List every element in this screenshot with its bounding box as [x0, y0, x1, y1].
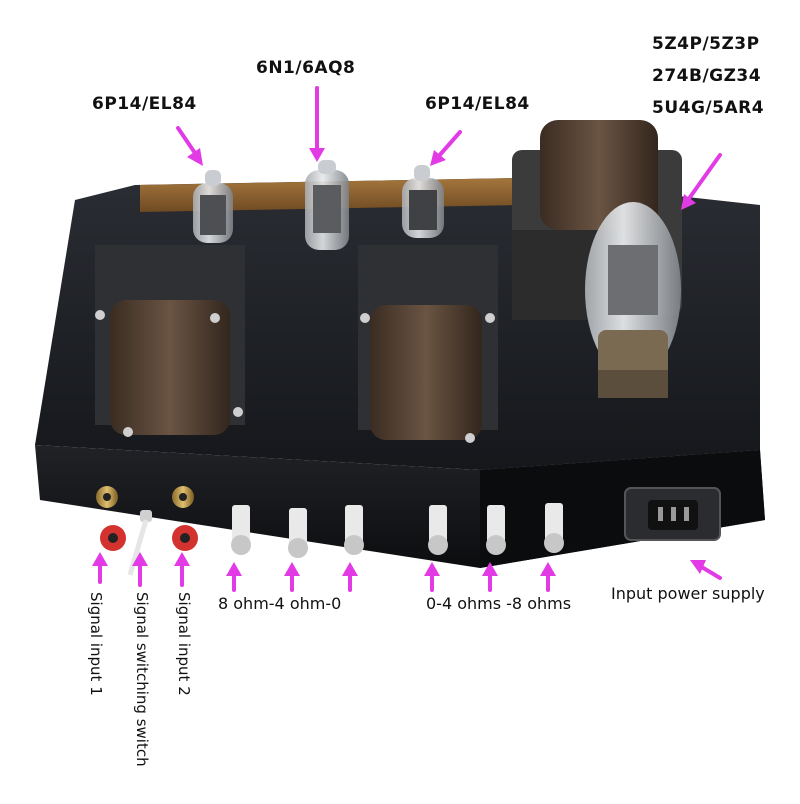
- output-transformer-left: [95, 245, 245, 437]
- speaker-terminal: [344, 505, 364, 555]
- tube-label-center: 6N1/6AQ8: [256, 58, 356, 78]
- tube-6p14-right: [402, 165, 444, 238]
- rca-input-1: [96, 486, 126, 551]
- speaker-terminal: [231, 505, 251, 555]
- tube-label-left: 6P14/EL84: [92, 94, 197, 114]
- power-label: Input power supply: [611, 584, 765, 603]
- rectifier-option: 5U4G/5AR4: [652, 98, 765, 118]
- chassis-right-side: [480, 450, 765, 568]
- rectifier-label: 5Z4P/5Z3P 274B/GZ34 5U4G/5AR4: [652, 28, 764, 124]
- output-transformer-right: [358, 245, 498, 443]
- speaker-label-right: 0-4 ohms -8 ohms: [426, 594, 572, 613]
- signal-input-2-label: Signal input 2: [175, 592, 193, 696]
- rca-input-2: [172, 486, 198, 551]
- rectifier-tube: [585, 202, 681, 398]
- tube-label-right: 6P14/EL84: [425, 94, 530, 114]
- tube-6n1-center: [305, 160, 349, 250]
- speaker-terminal: [428, 505, 448, 555]
- tube-6p14-left: [193, 170, 233, 243]
- rectifier-option: 5Z4P/5Z3P: [652, 34, 760, 54]
- speaker-label-left: 8 ohm-4 ohm-0: [218, 594, 342, 613]
- speaker-terminal: [544, 503, 564, 553]
- power-socket: [624, 487, 721, 541]
- signal-input-1-label: Signal input 1: [87, 592, 105, 696]
- speaker-terminal: [288, 508, 308, 558]
- speaker-terminal: [486, 505, 506, 555]
- signal-switch-label: Signal switching switch: [133, 592, 151, 767]
- callout-arrows: [92, 86, 722, 592]
- rectifier-option: 274B/GZ34: [652, 66, 762, 86]
